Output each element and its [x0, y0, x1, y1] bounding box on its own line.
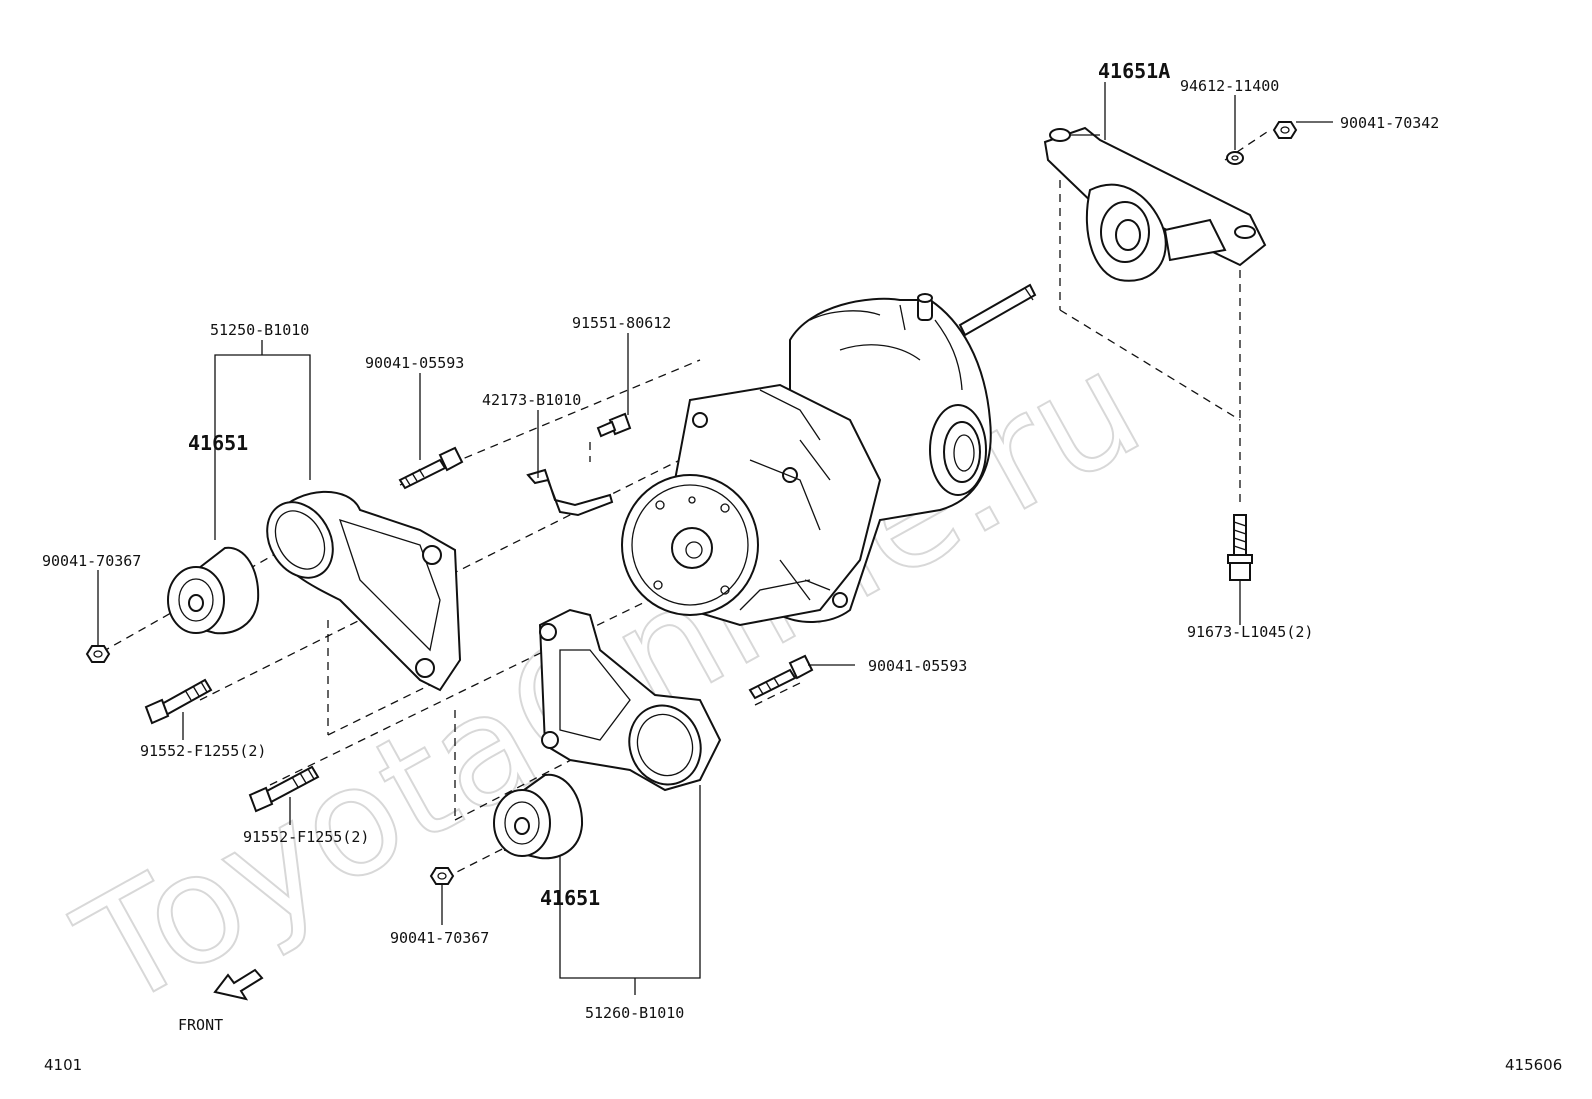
rear-insulator	[493, 773, 584, 860]
label-nut-lower: 90041-70367	[390, 929, 489, 947]
nut-lower	[429, 867, 455, 885]
label-nut-top: 90041-70342	[1340, 114, 1439, 132]
front-support-member	[266, 490, 462, 692]
label-bolt-right: 91673-L1045(2)	[1187, 623, 1313, 641]
label-assy-front: 51250-B1010	[210, 321, 309, 339]
bracket-mid	[526, 468, 614, 517]
bolt-left-upper	[144, 678, 213, 725]
front-insulator	[167, 546, 260, 635]
callout-labels: 51250-B1010 41651 90041-05593 42173-B101…	[42, 59, 1439, 1034]
label-assy-rear: 51260-B1010	[585, 1004, 684, 1022]
label-nut-left: 90041-70367	[42, 552, 141, 570]
front-arrow-icon	[213, 968, 264, 1001]
bolt-lower	[748, 654, 814, 700]
washer-top	[1226, 151, 1244, 165]
label-washer-top: 94612-11400	[1180, 77, 1279, 95]
bolt-right-vertical	[1227, 514, 1253, 581]
label-bolt-upper: 90041-05593	[365, 354, 464, 372]
bolt-left-lower	[248, 765, 320, 813]
footer-left-code: 4101	[44, 1056, 82, 1074]
rear-mount-insulator-top	[1043, 126, 1267, 282]
label-insul-front: 41651	[188, 431, 248, 455]
bolt-mid	[596, 412, 632, 438]
label-bolt-mid: 91551-80612	[572, 314, 671, 332]
label-front: FRONT	[178, 1016, 223, 1034]
label-bolt-left2: 91552-F1255(2)	[243, 828, 369, 846]
footer-right-code: 415606	[1505, 1056, 1562, 1074]
label-bolt-left: 91552-F1255(2)	[140, 742, 266, 760]
leader-lines	[97, 82, 1333, 995]
nut-top	[1272, 121, 1298, 139]
bolt-upper	[398, 446, 464, 490]
rear-differential	[621, 283, 1037, 627]
label-bolt-lower: 90041-05593	[868, 657, 967, 675]
nut-left	[85, 645, 111, 663]
label-insul-top: 41651A	[1098, 59, 1170, 83]
label-bracket-mid: 42173-B1010	[482, 391, 581, 409]
label-insul-rear: 41651	[540, 886, 600, 910]
rear-support-member	[538, 608, 722, 792]
